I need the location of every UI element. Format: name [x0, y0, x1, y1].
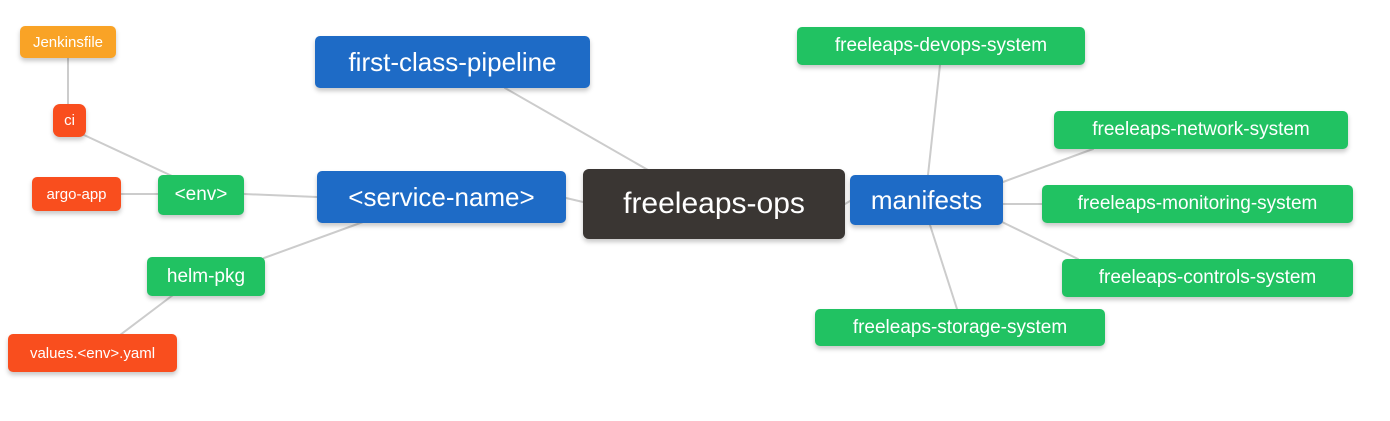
edge-ci-env [83, 134, 173, 177]
edge-env-service-name [243, 193, 318, 198]
node-service-name[interactable]: <service-name> [317, 171, 566, 223]
node-argo-app[interactable]: argo-app [32, 177, 121, 211]
node-values-env-yaml[interactable]: values.<env>.yaml [8, 334, 177, 372]
node-helm-pkg[interactable]: helm-pkg [147, 257, 265, 296]
edge-freeleaps-ops-manifests [844, 200, 851, 205]
node-jenkinsfile[interactable]: Jenkinsfile [20, 26, 116, 58]
node-env[interactable]: <env> [158, 175, 244, 215]
edge-first-class-pipeline-freeleaps-ops [504, 87, 649, 171]
node-ci[interactable]: ci [53, 104, 86, 137]
node-freeleaps-controls-system[interactable]: freeleaps-controls-system [1062, 259, 1353, 297]
node-freeleaps-monitoring-system[interactable]: freeleaps-monitoring-system [1042, 185, 1353, 223]
edge-manifests-network [1002, 148, 1094, 183]
edge-service-name-freeleaps-ops [565, 197, 584, 203]
edge-service-name-helm-pkg [263, 221, 364, 259]
edge-helm-pkg-values-env-yaml [119, 294, 174, 336]
node-freeleaps-devops-system[interactable]: freeleaps-devops-system [797, 27, 1085, 65]
node-first-class-pipeline[interactable]: first-class-pipeline [315, 36, 590, 88]
node-manifests[interactable]: manifests [850, 175, 1003, 225]
edge-manifests-storage [929, 224, 958, 310]
node-freeleaps-network-system[interactable]: freeleaps-network-system [1054, 111, 1348, 149]
node-freeleaps-ops[interactable]: freeleaps-ops [583, 169, 845, 239]
edge-manifests-devops [927, 64, 941, 176]
edge-manifests-controls [999, 220, 1079, 260]
node-freeleaps-storage-system[interactable]: freeleaps-storage-system [815, 309, 1105, 346]
